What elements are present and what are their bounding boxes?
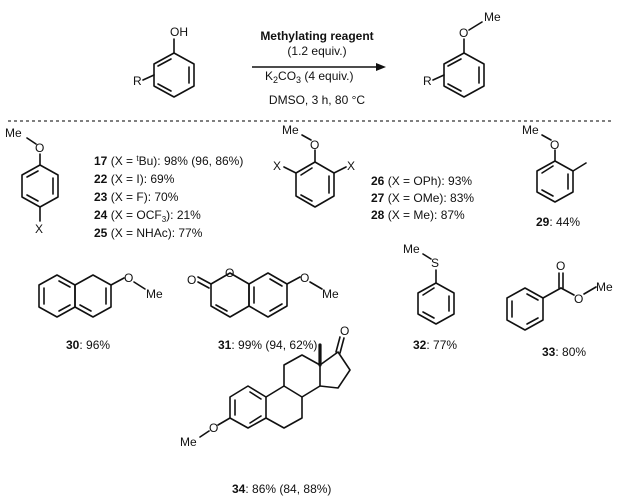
- c33-carbonyl-oxygen: O: [556, 259, 565, 273]
- entry-25: 25 (X = NHAc): 77%: [94, 226, 203, 240]
- product-r-label: R: [423, 74, 432, 88]
- c33-methyl: Me: [596, 280, 613, 294]
- disub-methyl: Me: [282, 123, 299, 137]
- disub-oxygen: O: [310, 138, 319, 152]
- c31-methoxy-oxygen: O: [300, 271, 309, 285]
- solvent-conditions: DMSO, 3 h, 80 °C: [269, 93, 365, 107]
- hydroxyl-label: OH: [170, 25, 188, 39]
- entry-33: 33: 80%: [542, 345, 586, 359]
- base-co: CO: [278, 69, 296, 83]
- ortho-disubstituted-anisole-structure: [283, 134, 347, 208]
- c33-ester-oxygen: O: [574, 292, 583, 306]
- c34-methyl: Me: [180, 435, 197, 449]
- c32-sulfur: S: [431, 256, 439, 270]
- compound-29-structure: [536, 134, 587, 203]
- para-oxygen: O: [35, 141, 44, 155]
- entry-34: 34: 86% (84, 88%): [232, 482, 331, 496]
- r-substituent-label: R: [133, 74, 142, 88]
- base-sub2: 3: [296, 75, 301, 85]
- c31-carbonyl-oxygen: O: [187, 273, 196, 287]
- entry-31: 31: 99% (94, 62%): [218, 338, 317, 352]
- base-equiv: (4 equiv.): [301, 69, 353, 83]
- base-conditions: K2CO3 (4 equiv.): [265, 69, 354, 85]
- para-methyl: Me: [5, 126, 22, 140]
- compound-33-structure: [506, 272, 597, 331]
- entry-27: 27 (X = OMe): 83%: [371, 191, 474, 205]
- c31-methyl: Me: [322, 287, 339, 301]
- phenol-structure: [142, 38, 195, 98]
- disub-x-left: X: [273, 159, 281, 173]
- para-x-label: X: [35, 222, 43, 236]
- disub-x-right: X: [347, 159, 355, 173]
- entry-30: 30: 96%: [66, 338, 110, 352]
- base-k: K: [265, 69, 273, 83]
- compound-31-structure: [197, 272, 323, 318]
- compound-32-structure: [417, 253, 455, 325]
- compound-34-structure: [199, 336, 351, 438]
- c29-methyl: Me: [522, 123, 539, 137]
- c32-methyl: Me: [403, 242, 420, 256]
- entry-28: 28 (X = Me): 87%: [371, 208, 465, 222]
- entry-22: 22 (X = I): 69%: [94, 172, 175, 186]
- reagent-name: Methylating reagent: [260, 29, 373, 43]
- arrow-head: [376, 63, 386, 71]
- c30-oxygen: O: [124, 271, 133, 285]
- product-methyl: Me: [484, 10, 501, 24]
- para-anisole-structure: [21, 137, 59, 222]
- c30-methyl: Me: [146, 287, 163, 301]
- c34-ketone-oxygen: O: [340, 324, 349, 338]
- entry-17: 17 (X = tBu): 98% (96, 86%): [94, 154, 243, 168]
- compound-30-structure: [38, 274, 146, 318]
- product-oxygen: O: [459, 26, 468, 40]
- entry-29: 29: 44%: [536, 215, 580, 229]
- anisole-product-structure: [432, 21, 485, 98]
- reagent-equiv: (1.2 equiv.): [287, 44, 346, 58]
- c34-methoxy-oxygen: O: [209, 421, 218, 435]
- c29-oxygen: O: [550, 138, 559, 152]
- base-sub1: 2: [273, 75, 278, 85]
- entry-26: 26 (X = OPh): 93%: [371, 174, 472, 188]
- c31-ring-oxygen: O: [225, 266, 234, 280]
- entry-32: 32: 77%: [413, 338, 457, 352]
- entry-24: 24 (X = OCF3): 21%: [94, 208, 201, 224]
- entry-23: 23 (X = F): 70%: [94, 190, 179, 204]
